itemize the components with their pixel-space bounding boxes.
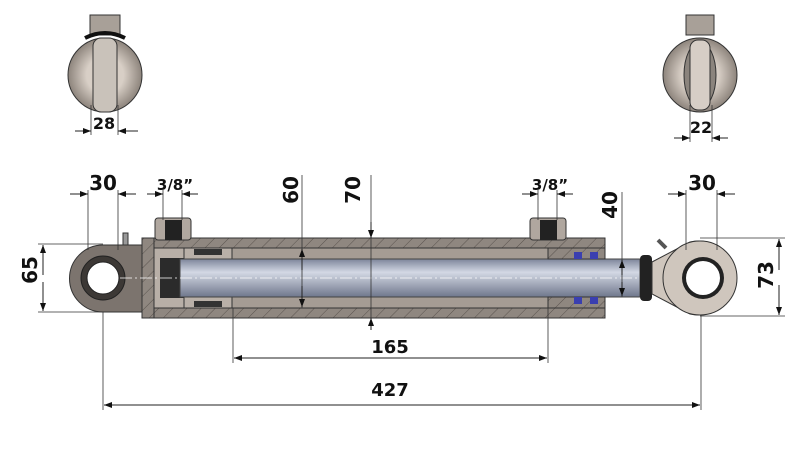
dim-70: 70 — [341, 176, 365, 204]
dim-port-right: 3/8” — [532, 176, 568, 194]
dim-30-right: 30 — [688, 171, 716, 195]
dim-427: 427 — [371, 380, 409, 401]
dim-40: 40 — [598, 191, 622, 219]
dim-22: 22 — [690, 118, 712, 137]
dim-165: 165 — [371, 337, 409, 358]
cylinder-section — [69, 217, 738, 319]
dim-73: 73 — [754, 261, 778, 289]
dimension-annotations: 30 3/8” 60 70 3/8” 40 30 65 73 165 427 — [18, 171, 785, 410]
dim-65: 65 — [18, 256, 42, 284]
dim-28: 28 — [93, 114, 115, 133]
dim-port-left: 3/8” — [157, 176, 193, 194]
left-end-view: 28 — [67, 14, 143, 135]
right-end-view: 22 — [662, 14, 738, 142]
dim-30-left: 30 — [89, 171, 117, 195]
dim-60: 60 — [279, 176, 303, 204]
